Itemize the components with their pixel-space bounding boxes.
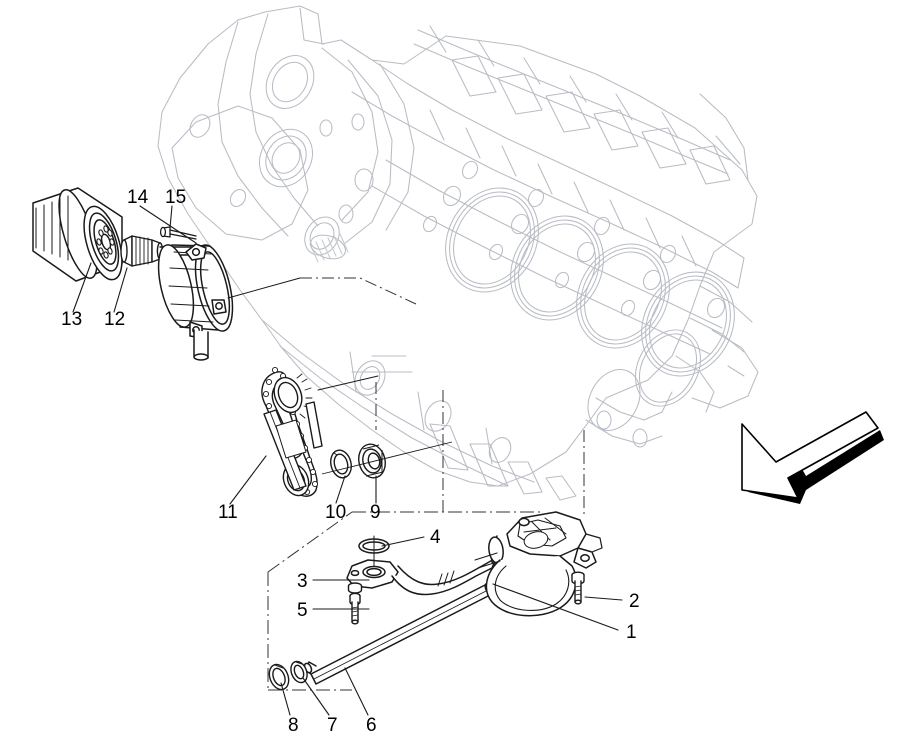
callout-15[interactable]: 15	[165, 187, 187, 208]
oil-pump-body-art	[474, 511, 603, 617]
callout-13[interactable]: 13	[61, 309, 83, 330]
leader-lines	[72, 205, 623, 716]
callout-3[interactable]: 3	[297, 571, 308, 592]
flange-bolt-and-washer-art	[347, 582, 363, 625]
pickup-pipe-flange-art	[346, 535, 497, 596]
callout-7[interactable]: 7	[327, 715, 338, 736]
callout-9[interactable]: 9	[370, 502, 381, 523]
callout-10[interactable]: 10	[325, 502, 347, 523]
view-direction-arrow	[741, 411, 884, 504]
snap-ring-outer-art	[268, 663, 290, 691]
oil-filter-housing-art	[157, 243, 301, 361]
oil-pump-drive-shaft-art	[303, 582, 494, 685]
callout-8[interactable]: 8	[288, 715, 299, 736]
callout-4[interactable]: 4	[430, 527, 441, 548]
callout-5[interactable]: 5	[297, 600, 308, 621]
callout-2[interactable]: 2	[629, 591, 640, 612]
callout-12[interactable]: 12	[104, 309, 126, 330]
snap-ring-inner-art	[290, 660, 308, 684]
oil-pump-mounting-bolt-art	[571, 571, 585, 605]
drive-shaft-bearing-art	[358, 443, 386, 479]
oil-filter-cartridge-art	[32, 187, 123, 282]
callout-14[interactable]: 14	[127, 187, 149, 208]
timing-chain-assembly-art	[261, 366, 379, 497]
spacer-ring-art	[330, 449, 352, 479]
callout-1[interactable]: 1	[626, 622, 637, 643]
callout-11[interactable]: 11	[218, 502, 238, 523]
callout-6[interactable]: 6	[366, 715, 377, 736]
filter-housing-bolt-art	[159, 226, 197, 240]
